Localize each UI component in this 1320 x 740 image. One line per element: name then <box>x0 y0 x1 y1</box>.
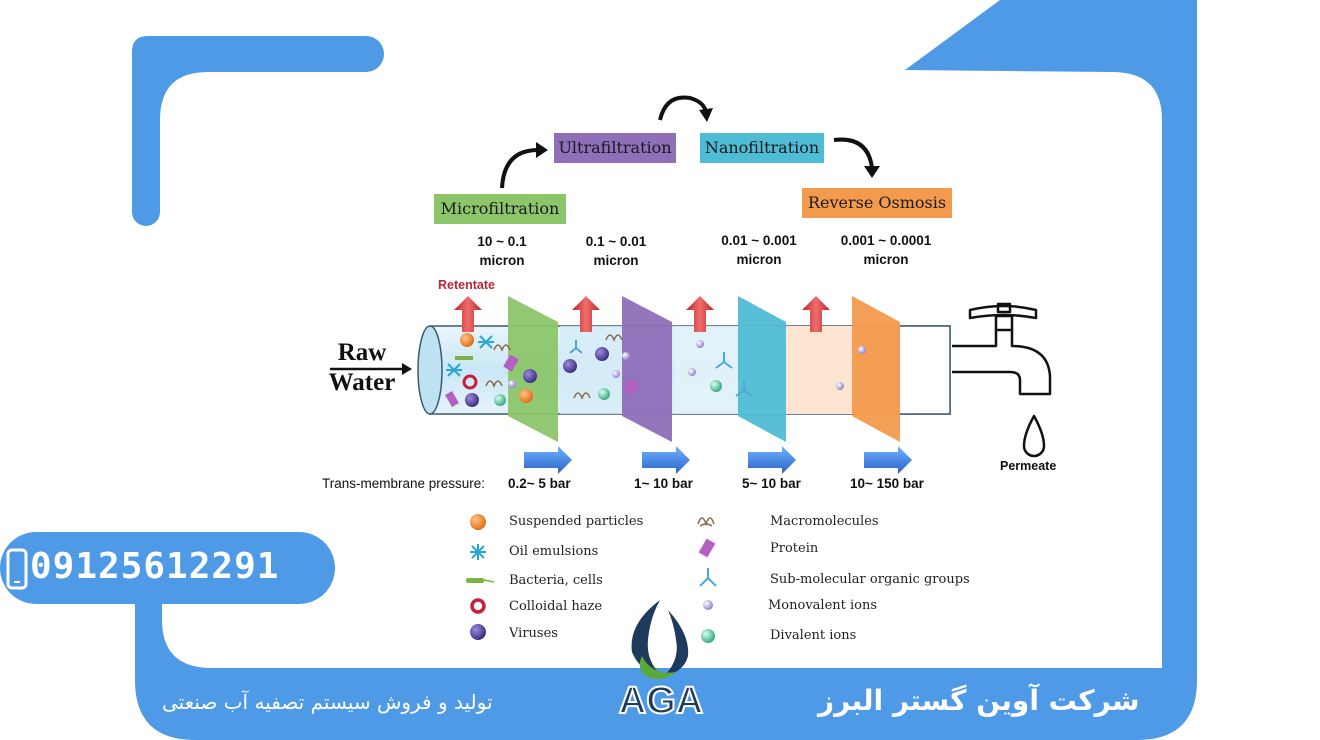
divalent-ion-icon <box>701 629 715 643</box>
logo-text: AGA <box>618 679 704 723</box>
size-label-reverse-osmosis: 0.001 ~ 0.0001 micron <box>840 233 932 267</box>
stage-label-ultrafiltration: Ultrafiltration <box>554 133 676 163</box>
pressure-label-nanofiltration: 5~ 10 bar <box>742 476 801 491</box>
membrane-nanofiltration <box>738 296 786 442</box>
membrane-reverse-osmosis <box>852 296 900 442</box>
phone-number[interactable]: 09125612291 <box>30 546 280 587</box>
stage-label-microfiltration: Microfiltration <box>434 194 566 224</box>
stage-label-reverse-osmosis: Reverse Osmosis <box>802 188 952 218</box>
legend-label: Protein <box>770 541 819 556</box>
pressure-arrow <box>524 446 912 474</box>
pressure-label-reverse-osmosis: 10~ 150 bar <box>850 476 924 491</box>
size-label-microfiltration: 10 ~ 0.1 micron <box>477 234 527 268</box>
company-name: شرکت آوین گستر البرز <box>818 684 1140 717</box>
tmp-label: Trans-membrane pressure: <box>322 476 486 491</box>
permeate-label: Permeate <box>1000 459 1057 473</box>
retentate-arrow <box>454 296 830 332</box>
virus-icon <box>470 624 486 640</box>
retentate-label: Retentate <box>438 278 495 292</box>
raw-water-label: Raw Water <box>316 338 408 398</box>
pipe-inlet <box>417 325 443 415</box>
bacteria-icon <box>466 578 495 583</box>
sub-molecular-icon <box>699 568 717 587</box>
size-label-nanofiltration: 0.01 ~ 0.001 micron <box>721 233 797 267</box>
legend-label: Macromolecules <box>770 514 879 529</box>
size-label-ultrafiltration: 0.1 ~ 0.01 micron <box>585 234 647 268</box>
legend-label: Suspended particles <box>509 514 644 529</box>
stage-label-nanofiltration: Nanofiltration <box>700 133 824 163</box>
monovalent-ion-icon <box>703 600 713 610</box>
pressure-label-ultrafiltration: 1~ 10 bar <box>634 476 693 491</box>
legend-label: Colloidal haze <box>509 599 603 614</box>
pressure-label-microfiltration: 0.2~ 5 bar <box>508 476 571 491</box>
aga-logo-icon <box>631 600 689 680</box>
legend-label: Oil emulsions <box>509 544 599 559</box>
oil-emulsion-icon <box>470 544 486 560</box>
tagline: تولید و فروش سیستم تصفیه آب صنعتی <box>162 690 493 714</box>
legend-label: Monovalent ions <box>768 598 878 613</box>
legend-label: Sub-molecular organic groups <box>770 572 970 587</box>
legend-label: Divalent ions <box>770 628 857 643</box>
raw-label-line-2: Water <box>328 369 396 396</box>
legend-label: Viruses <box>509 626 558 641</box>
mobile-phone-icon <box>6 548 28 590</box>
membrane-ultrafiltration <box>622 296 672 442</box>
colloidal-haze-icon <box>470 598 486 614</box>
membrane-microfiltration <box>508 296 558 442</box>
raw-label-line-1: Raw <box>337 339 387 366</box>
legend-label: Bacteria, cells <box>509 573 603 588</box>
suspended-particle-icon <box>470 514 486 530</box>
macromolecule-icon <box>697 517 715 527</box>
protein-icon <box>698 538 716 558</box>
faucet-icon <box>952 302 1052 458</box>
